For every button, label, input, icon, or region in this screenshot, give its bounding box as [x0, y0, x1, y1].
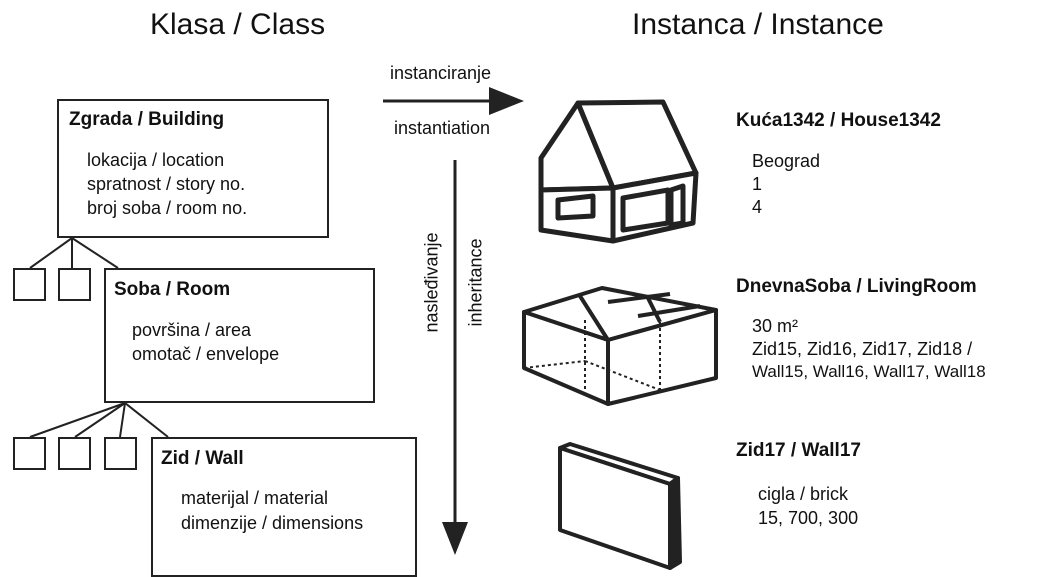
inheritance-label-en: inheritance [465, 238, 486, 327]
instance-value: 30 m² [752, 316, 799, 336]
instance-value: cigla / brick [758, 484, 849, 504]
child-box [58, 268, 91, 301]
instantiation-label-sr: instanciranje [390, 63, 492, 83]
class-title: Soba / Room [114, 279, 231, 300]
child-box [104, 437, 137, 470]
instance-column-heading: Instanca / Instance [632, 8, 884, 41]
instantiation-arrow [383, 87, 524, 115]
instance-value: Zid15, Zid16, Zid17, Zid18 / [752, 339, 973, 359]
inheritance-arrow [442, 160, 468, 555]
wall-icon [558, 442, 682, 570]
class-title: Zid / Wall [161, 448, 244, 469]
class-box-room: Soba / Room površina / area omotač / env… [104, 268, 375, 403]
child-box [13, 437, 46, 470]
class-attribute: materijal / material [181, 488, 329, 508]
instance-title-house: Kuća1342 / House1342 [736, 110, 941, 131]
class-attribute: dimenzije / dimensions [181, 513, 364, 533]
child-box [58, 437, 91, 470]
class-attribute: broj soba / room no. [87, 198, 248, 218]
instance-title-wall: Zid17 / Wall17 [736, 440, 861, 461]
instance-value: 1 [752, 174, 763, 194]
class-attribute: omotač / envelope [132, 344, 280, 364]
class-attribute: površina / area [132, 320, 252, 340]
class-attribute: lokacija / location [87, 150, 225, 170]
instance-value: Beograd [752, 151, 821, 171]
house-icon [538, 99, 699, 244]
instance-value: 4 [752, 197, 763, 217]
class-title: Zgrada / Building [69, 109, 225, 130]
class-column-heading: Klasa / Class [150, 8, 326, 41]
inheritance-label-sr: nasleđivanje [421, 232, 442, 333]
class-box-building: Zgrada / Building lokacija / location sp… [57, 99, 329, 238]
child-box [13, 268, 46, 301]
instantiation-label-en: instantiation [394, 118, 491, 138]
room-icon [522, 286, 718, 406]
class-box-wall: Zid / Wall materijal / material dimenzij… [151, 437, 417, 577]
instance-value: Wall15, Wall16, Wall17, Wall18 [752, 362, 986, 381]
instance-value: 15, 700, 300 [758, 508, 859, 528]
instance-title-room: DnevnaSoba / LivingRoom [736, 276, 977, 297]
class-attribute: spratnost / story no. [87, 174, 246, 194]
